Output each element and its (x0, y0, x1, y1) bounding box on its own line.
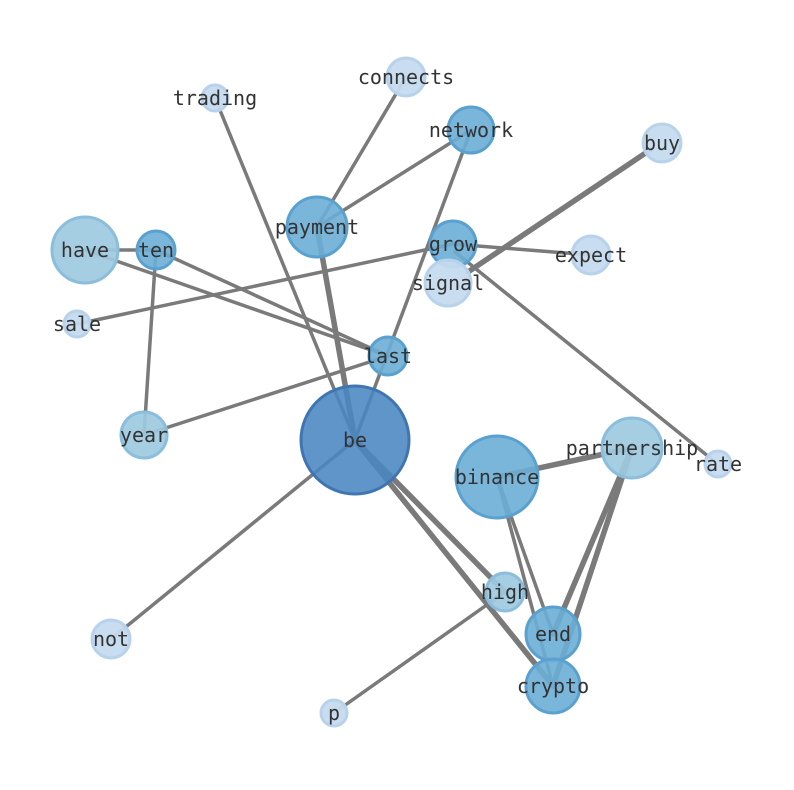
edge-year-last (142, 354, 390, 437)
node-label-signal: signal (412, 271, 484, 295)
node-label-connects: connects (358, 65, 454, 89)
node-label-year: year (120, 423, 168, 447)
node-payment[interactable] (285, 195, 349, 259)
node-label-not: not (93, 627, 129, 651)
node-label-network: network (429, 118, 513, 142)
edge-ten-year (142, 248, 158, 437)
node-expect[interactable] (570, 234, 612, 276)
node-label-high: high (481, 580, 529, 604)
node-label-grow: grow (429, 232, 478, 256)
node-label-rate: rate (694, 452, 742, 476)
node-buy[interactable] (641, 122, 683, 164)
nodes-layer (50, 56, 733, 728)
edge-grow-sale (75, 242, 455, 326)
node-signal[interactable] (423, 258, 473, 308)
node-label-last: last (364, 344, 412, 368)
edge-high-p (332, 590, 507, 715)
node-label-trading: trading (173, 86, 257, 110)
node-last[interactable] (367, 335, 409, 377)
node-label-sale: sale (53, 312, 101, 336)
edge-signal-buy (465, 147, 653, 275)
node-label-ten: ten (138, 238, 174, 262)
node-sale[interactable] (62, 309, 92, 339)
node-trading[interactable] (200, 83, 230, 113)
node-year[interactable] (119, 410, 169, 460)
node-be[interactable] (299, 384, 411, 496)
node-rate[interactable] (703, 449, 733, 479)
node-label-payment: payment (275, 215, 359, 239)
node-label-binance: binance (455, 465, 539, 489)
node-not[interactable] (90, 618, 132, 660)
node-partnership[interactable] (600, 416, 664, 480)
node-label-p: p (328, 701, 340, 725)
node-have[interactable] (50, 215, 120, 285)
node-label-buy: buy (644, 131, 680, 155)
node-p[interactable] (319, 698, 349, 728)
node-network[interactable] (446, 105, 496, 155)
node-label-crypto: crypto (517, 674, 589, 698)
node-label-end: end (535, 622, 571, 646)
node-label-have: have (61, 238, 109, 262)
edge-grow-rate (453, 250, 716, 463)
node-ten[interactable] (135, 229, 177, 271)
node-label-partnership: partnership (566, 436, 698, 460)
node-binance[interactable] (454, 434, 540, 520)
node-high[interactable] (484, 571, 526, 613)
node-crypto[interactable] (524, 657, 582, 715)
node-label-be: be (343, 428, 367, 452)
labels-layer: be binance payment have partnership end crypto… (53, 65, 742, 725)
edge-have-last (83, 248, 390, 358)
node-connects[interactable] (385, 56, 427, 98)
node-label-expect: expect (555, 243, 627, 267)
edge-ten-last (154, 248, 390, 358)
edges-layer (75, 75, 716, 715)
edge-be-trading (213, 96, 357, 442)
